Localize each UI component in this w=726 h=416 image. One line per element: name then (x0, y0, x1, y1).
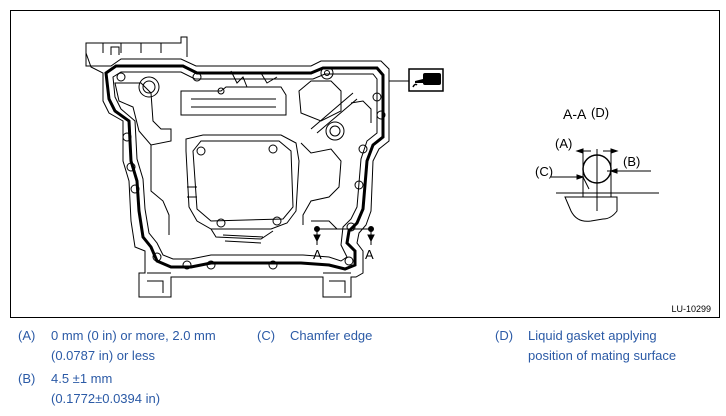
legend-key: (C) (257, 328, 276, 343)
diagram-canvas: A A A-A (D) (85, 36, 659, 298)
figure-id: LU-10299 (671, 304, 711, 314)
legend-text: Chamfer edge (290, 328, 373, 343)
housing-drawing (85, 36, 390, 298)
liquid-gasket-tube-icon (408, 68, 444, 92)
legend-text: 0 mm (0 in) or more, 2.0 mm (51, 328, 216, 343)
legend-key: (A) (18, 328, 36, 343)
section-note: (D) (591, 105, 609, 120)
diagram-frame: A A A-A (D) (10, 10, 720, 318)
legend-key: (B) (18, 371, 36, 386)
legend-item-c: (C) Chamfer edge (257, 326, 407, 348)
callout-b: (B) (623, 154, 640, 169)
legend-item-d: (D) Liquid gasket applying position of m… (495, 326, 705, 368)
section-detail-drawing (551, 148, 659, 222)
legend-text: (0.0787 in) or less (51, 348, 156, 363)
section-label: A-A (563, 106, 587, 122)
section-cut-line (313, 226, 375, 245)
legend-key: (D) (495, 328, 514, 343)
callout-c: (C) (535, 164, 553, 179)
legend-text: 4.5 ±1 mm (51, 371, 113, 386)
legend-text: Liquid gasket applying (528, 328, 657, 343)
legend-text: (0.1772±0.0394 in) (51, 391, 161, 406)
bolt-holes (116, 66, 386, 270)
callout-a: (A) (555, 136, 572, 151)
cut-mark-right: A (365, 247, 374, 262)
legend-text: position of mating surface (528, 348, 677, 363)
cut-mark-left: A (313, 247, 322, 262)
legend-item-a: (A) 0 mm (0 in) or more, 2.0 mm (0.0787 … (18, 326, 248, 368)
legend-item-b: (B) 4.5 ±1 mm (0.1772±0.0394 in) (18, 369, 218, 411)
